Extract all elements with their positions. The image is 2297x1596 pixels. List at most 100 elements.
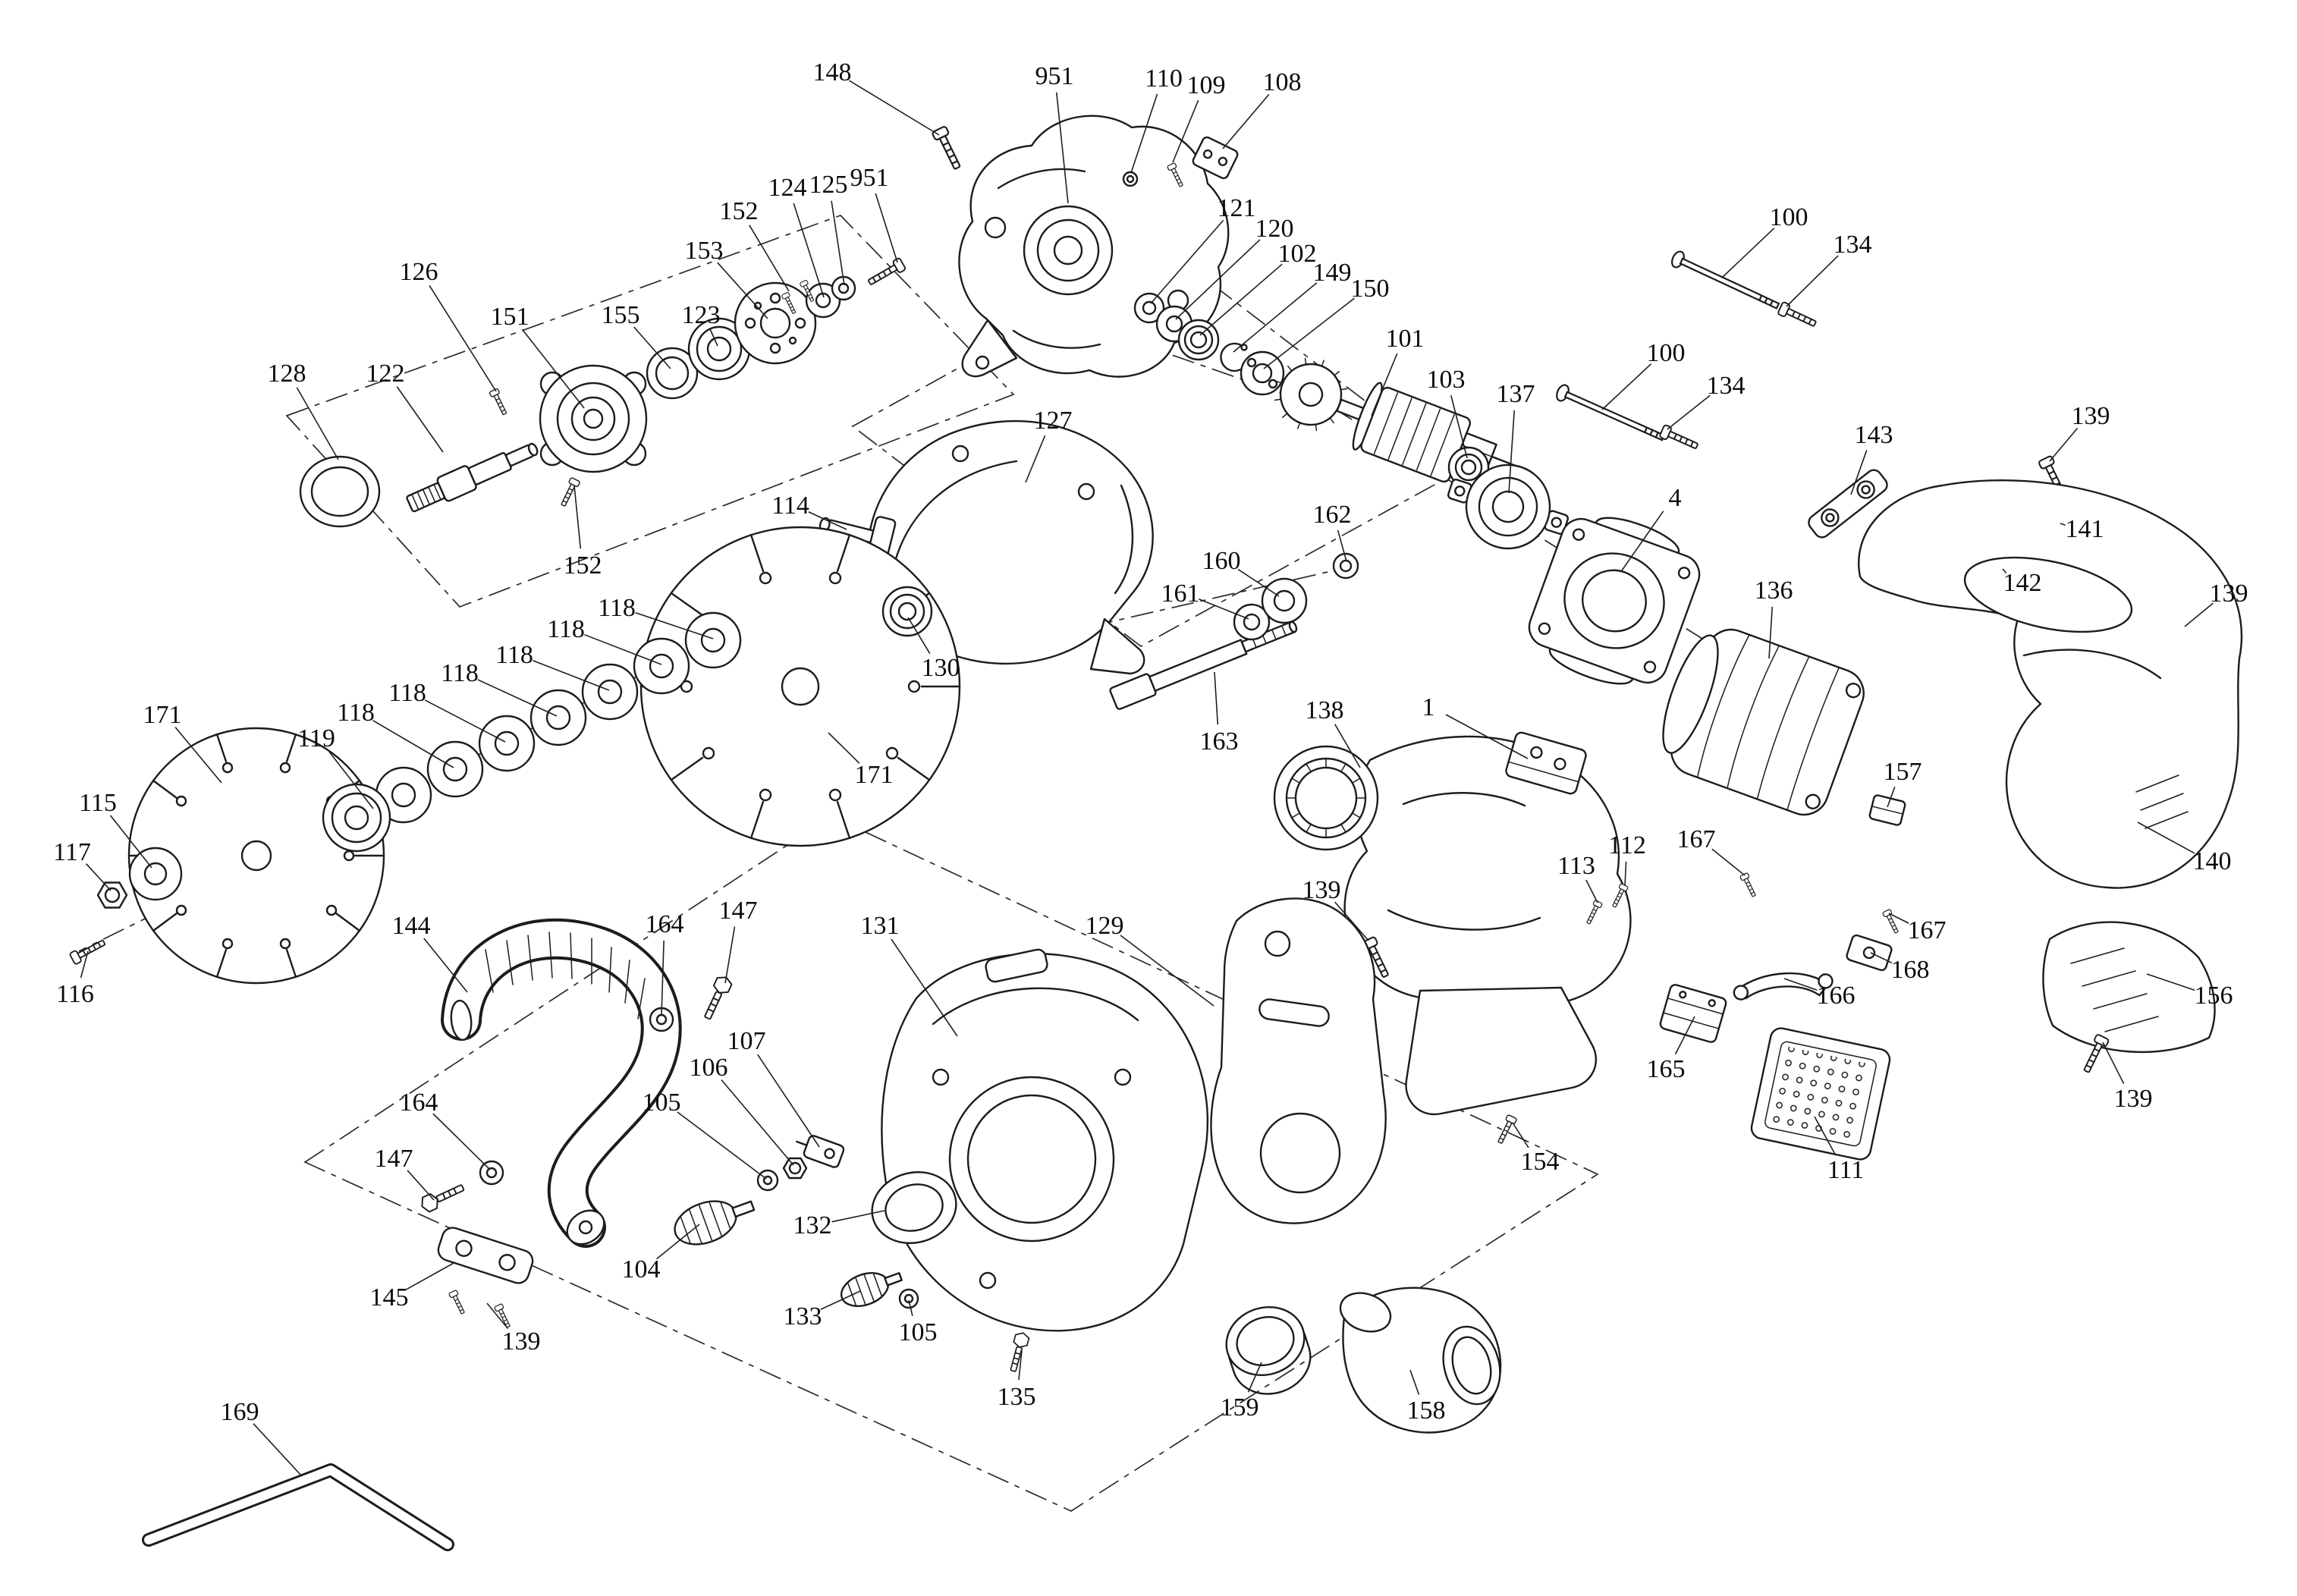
part-label-133: 133	[784, 1302, 822, 1331]
leader-line-101	[1371, 353, 1398, 416]
part-105-washer-1	[756, 1169, 779, 1192]
part-label-167: 167	[1677, 825, 1716, 853]
part-label-123: 123	[682, 301, 721, 329]
leader-line-152	[573, 485, 582, 549]
part-135-bolt	[1005, 1330, 1031, 1374]
part-label-115: 115	[79, 789, 117, 817]
part-155-ring	[646, 347, 699, 400]
part-140-handle-housing	[1858, 479, 2243, 889]
leader-line-147	[724, 926, 736, 984]
part-144-side-handle	[441, 918, 682, 1248]
part-126-screw	[489, 388, 510, 416]
leader-line-128	[296, 387, 339, 460]
part-label-152: 152	[564, 551, 602, 580]
part-label-148: 148	[813, 58, 852, 86]
leader-line-112	[1624, 861, 1627, 887]
leader-line-149	[1233, 282, 1318, 353]
part-label-166: 166	[1817, 982, 1856, 1010]
part-label-121: 121	[1218, 194, 1256, 222]
part-label-951: 951	[850, 164, 889, 192]
leader-line-118	[533, 659, 610, 691]
part-162-ring	[1332, 552, 1359, 580]
leader-line-164	[432, 1113, 491, 1170]
leader-line-107	[757, 1054, 820, 1148]
part-label-109: 109	[1187, 71, 1226, 99]
part-label-136: 136	[1755, 577, 1793, 605]
leader-line-160	[1237, 568, 1280, 597]
part-label-118: 118	[337, 699, 375, 727]
leader-line-157	[1887, 786, 1896, 808]
part-100-screw-2	[1554, 382, 1668, 447]
part-label-155: 155	[602, 301, 640, 329]
leader-line-136	[1768, 606, 1774, 659]
leader-line-118	[584, 633, 662, 665]
leader-line-153	[717, 262, 768, 319]
leader-line-167	[1711, 848, 1746, 876]
part-label-144: 144	[392, 912, 431, 940]
part-105-washer-2	[898, 1288, 919, 1309]
leader-line-142	[2002, 568, 2007, 573]
leader-line-171	[174, 727, 222, 784]
part-label-154: 154	[1521, 1148, 1560, 1176]
part-label-167: 167	[1908, 916, 1947, 944]
part-label-126: 126	[400, 258, 438, 286]
part-label-171: 171	[855, 761, 894, 789]
part-label-114: 114	[771, 492, 809, 520]
part-label-100: 100	[1770, 203, 1808, 231]
part-128-collar	[299, 455, 381, 528]
part-150-plate	[1240, 350, 1285, 396]
part-label-118: 118	[495, 641, 533, 669]
part-label-122: 122	[366, 360, 405, 388]
part-label-164: 164	[646, 910, 684, 938]
part-label-153: 153	[685, 237, 724, 265]
part-139-screw-bl1	[448, 1289, 467, 1316]
part-label-150: 150	[1351, 275, 1390, 303]
part-163-spindle	[1109, 620, 1298, 710]
part-label-169: 169	[221, 1398, 259, 1426]
part-154-screw	[1494, 1114, 1518, 1145]
part-167-screw-1	[1739, 872, 1758, 899]
part-168-bracket	[1846, 934, 1893, 972]
part-124-washer	[805, 282, 841, 319]
leader-line-100	[1601, 363, 1652, 410]
part-151-flange	[539, 364, 648, 473]
leader-line-171	[828, 732, 860, 764]
leader-line-104	[656, 1224, 700, 1260]
part-label-156: 156	[2195, 982, 2233, 1010]
part-161-washer	[1233, 603, 1271, 641]
leader-line-156	[2146, 973, 2195, 991]
leader-line-114	[808, 511, 847, 530]
part-label-119: 119	[297, 724, 335, 752]
leader-line-161	[1199, 598, 1249, 620]
leader-line-119	[328, 750, 374, 809]
leader-line-951	[1055, 92, 1069, 204]
part-label-139: 139	[1302, 876, 1341, 904]
part-label-128: 128	[268, 360, 306, 388]
part-label-137: 137	[1497, 380, 1535, 408]
leader-line-118	[477, 679, 558, 717]
leader-line-121	[1150, 219, 1224, 304]
leader-line-162	[1337, 529, 1347, 562]
part-152-screw-b	[558, 476, 581, 508]
leader-line-105	[677, 1111, 767, 1180]
part-119-bearing	[322, 783, 391, 853]
part-label-105: 105	[899, 1318, 938, 1346]
part-134-screw-1	[1777, 300, 1819, 331]
part-107-clamp-piece	[796, 1135, 845, 1168]
leader-line-165	[1674, 1016, 1695, 1055]
part-label-100: 100	[1647, 339, 1686, 367]
leader-line-123	[709, 329, 718, 347]
leader-line-117	[85, 863, 112, 891]
part-label-151: 151	[491, 303, 529, 331]
part-127-upper-guard	[866, 419, 1154, 675]
part-167-screw-2	[1881, 908, 1901, 935]
part-147-bolt-2	[418, 1180, 467, 1214]
part-label-139: 139	[2072, 402, 2110, 430]
leader-line-106	[721, 1079, 794, 1166]
part-147-bolt-1	[699, 973, 734, 1023]
leader-line-118	[635, 612, 714, 639]
part-label-101: 101	[1386, 325, 1425, 353]
leader-line-102	[1199, 263, 1283, 336]
leader-line-134	[1786, 255, 1839, 307]
